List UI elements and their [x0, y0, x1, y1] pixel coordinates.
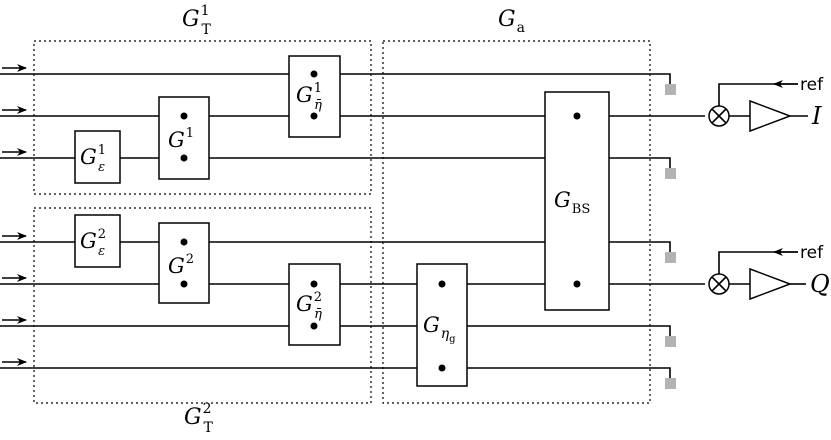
- mode-wire-6: [0, 325, 671, 336]
- amplifier-group-frame: [382, 40, 651, 404]
- mode-wire-1: [0, 73, 671, 84]
- amplifier-icon: [749, 267, 793, 301]
- output-label-i: I: [811, 102, 822, 130]
- input-arrows: [2, 64, 27, 366]
- amplifier-group-label: Ga: [498, 7, 525, 36]
- terminator: [665, 378, 676, 389]
- ref-label-top: ref: [800, 75, 824, 95]
- terminator: [665, 252, 676, 263]
- terminator: [665, 168, 676, 179]
- terminator: [665, 84, 676, 95]
- gate-g-bs: GBS: [544, 91, 610, 311]
- mode-wire-7: [0, 367, 671, 378]
- transmitter2-group-frame: [33, 207, 372, 404]
- terminator: [665, 336, 676, 347]
- output-label-q: Q: [810, 270, 830, 298]
- gate-g-1: G1: [158, 96, 210, 180]
- svg-text:G2η̄: G2η̄: [296, 290, 322, 322]
- output-q-chain: ref Q: [708, 243, 830, 301]
- svg-text:G1ε: G1ε: [80, 143, 106, 175]
- gate-g-2: G2: [158, 222, 210, 304]
- mode-terminators: [665, 84, 676, 389]
- output-i-chain: ref I: [708, 75, 824, 133]
- svg-text:G2: G2: [168, 252, 194, 278]
- ref-line-top: [718, 83, 798, 106]
- svg-text:G1η̄: G1η̄: [296, 81, 322, 113]
- svg-text:Gηg: Gηg: [423, 313, 456, 345]
- gate-g-eta-g: Gηg: [416, 263, 468, 387]
- ref-line-bottom: [718, 251, 798, 274]
- ref-label-bottom: ref: [800, 243, 824, 263]
- svg-text:G2ε: G2ε: [80, 227, 106, 259]
- svg-text:G1: G1: [168, 126, 194, 152]
- amplifier-icon: [749, 99, 793, 133]
- mode-wire-3: [0, 157, 671, 168]
- mode-wire-4: [0, 241, 671, 252]
- svg-text:GBS: GBS: [554, 188, 590, 217]
